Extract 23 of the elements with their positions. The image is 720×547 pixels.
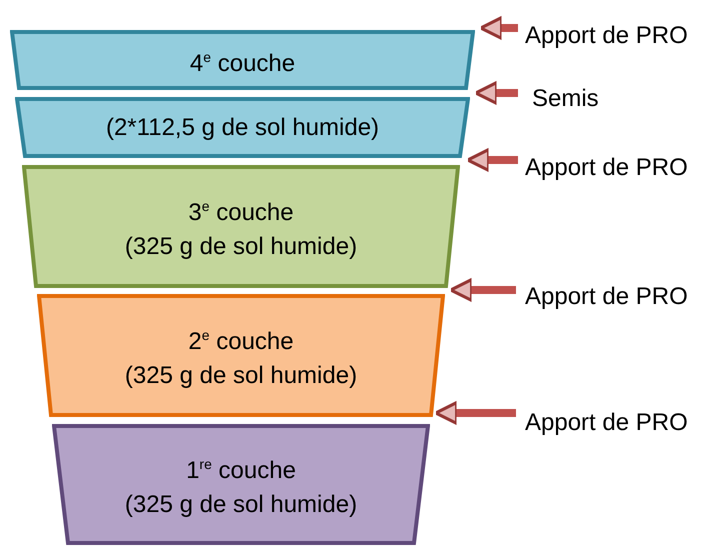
soil-layer: [10, 30, 475, 90]
layer-text: (2*112,5 g de sol humide): [106, 112, 380, 142]
arrow: [449, 278, 516, 302]
soil-layer: [37, 294, 445, 417]
layer-title: 1$^{re}$ couche: [186, 455, 296, 486]
layer-title: 3$^{e}$ couche: [188, 197, 294, 228]
step-label: Apport de PRO: [525, 22, 688, 50]
layer-title: 2$^{e}$ couche: [188, 326, 294, 357]
layer-text: 4$^{e}$ couche: [190, 48, 296, 78]
soil-layer: [52, 424, 430, 545]
step-label: Apport de PRO: [525, 409, 688, 437]
arrow: [479, 16, 518, 40]
step-label: Semis: [532, 85, 599, 113]
step-label: Apport de PRO: [525, 283, 688, 311]
soil-layer: [22, 165, 460, 288]
arrow: [474, 81, 518, 105]
arrow: [466, 148, 518, 172]
step-label: Apport de PRO: [525, 154, 688, 182]
soil-layer: [15, 97, 470, 158]
layer-text: (325 g de sol humide): [124, 232, 358, 262]
arrow: [434, 401, 516, 425]
layer-text: (325 g de sol humide): [124, 490, 358, 520]
layer-text: (325 g de sol humide): [124, 361, 358, 391]
